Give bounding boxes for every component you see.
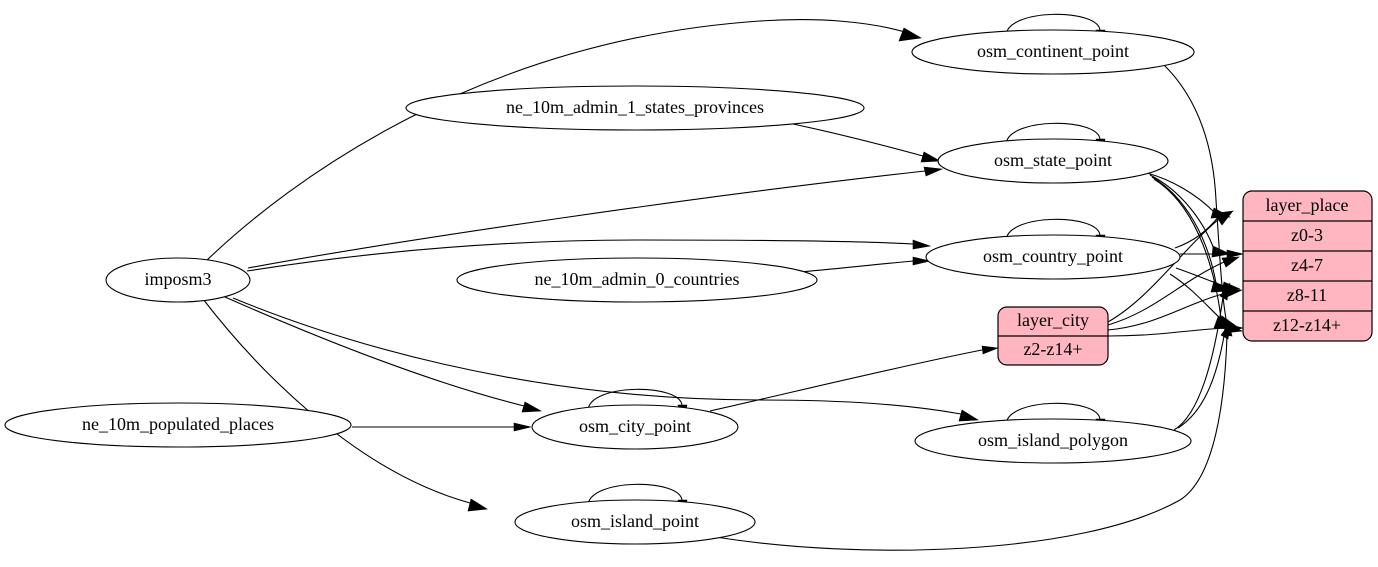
edge-imposm3-to-osm_island_polygon [232,297,962,415]
edge-osm_country_point-to-layer_place-z12-z14 [1169,273,1223,321]
node-shape-osm_island_polygon[interactable] [914,418,1192,464]
record-row-layer_place-z4-7[interactable]: z4-7 [1291,255,1323,275]
node-shape-ne_10m_admin_1_states_provinces[interactable] [405,85,865,131]
edge-ne_states_provinces-to-osm_state_point [792,123,924,157]
arrowhead-island_point-z12 [1222,318,1233,337]
node-label-ne_10m_admin_1_states_provinces: ne_10m_admin_1_states_provinces [506,97,764,117]
selfloop-osm_island_polygon [1005,402,1101,426]
selfloop-osm_city_point [587,388,683,412]
node-shape-ne_10m_populated_places[interactable] [4,402,352,448]
record-box-layer_place[interactable] [1242,190,1373,342]
node-label-osm_continent_point: osm_continent_point [977,41,1129,61]
record-node-layer_city[interactable]: layer_city z2-z14+ [997,306,1109,366]
edge-imposm3-to-osm_city_point [224,296,525,407]
edge-ne_countries-to-osm_country_point [799,260,914,273]
node-label-osm_country_point: osm_country_point [983,246,1123,266]
node-shape-osm_city_point[interactable] [531,404,739,450]
node-label-osm_island_point: osm_island_point [571,511,699,531]
arrowhead-imposm3-osm_island_polygon [958,409,979,422]
arrowhead-island_polygon-z8 [1219,282,1231,301]
node-ne_10m_admin_0_countries[interactable]: ne_10m_admin_0_countries [456,257,818,303]
selfloop-osm_continent_point [1005,13,1101,37]
selfloop-osm_state_point [1005,122,1101,146]
arrowhead-country-z4 [1226,249,1244,259]
node-ne_10m_admin_1_states_provinces[interactable]: ne_10m_admin_1_states_provinces [405,85,865,131]
edge-osm_state_point-to-layer_place-z12-z14 [1153,178,1222,319]
node-label-ne_10m_populated_places: ne_10m_populated_places [82,414,274,434]
node-shape-ne_10m_admin_0_countries[interactable] [456,257,818,303]
node-osm_island_point[interactable]: osm_island_point [514,499,756,545]
edge-layer_city-to-layer_place-z8-11 [1107,292,1227,331]
node-layer: imposm3 ne_10m_admin_1_states_provinces … [4,29,1195,545]
node-imposm3[interactable]: imposm3 [105,257,251,303]
arrowhead-city-z4 [1221,256,1240,268]
record-row-layer_place-z0-3[interactable]: z0-3 [1291,225,1323,245]
node-osm_city_point[interactable]: osm_city_point [531,404,739,450]
node-osm_island_polygon[interactable]: osm_island_polygon [914,418,1192,464]
node-shape-osm_continent_point[interactable] [911,29,1195,75]
node-osm_state_point[interactable]: osm_state_point [937,138,1169,184]
node-shape-osm_country_point[interactable] [925,234,1181,280]
node-label-osm_city_point: osm_city_point [579,416,691,436]
arrowhead-imposm3-osm_city_point [521,401,543,413]
node-shape-osm_island_point[interactable] [514,499,756,545]
edge-osm_island_polygon-to-layer_place-z8-11 [1173,296,1224,431]
edge-layer_city-to-layer_place-z12-z14 [1107,327,1228,337]
edge-osm_city_point-to-layer_city-z2 [709,349,983,412]
selfloop-osm_country_point [1005,218,1101,242]
node-osm_continent_point[interactable]: osm_continent_point [911,29,1195,75]
edge-osm_island_point-to-layer_place-z12-z14 [715,334,1228,551]
node-shape-imposm3[interactable] [105,257,251,303]
arrowhead-ne_countries-osm_country_point [912,256,931,266]
arrowhead-ne_states-osm_state_point [920,151,942,163]
edge-osm_state_point-to-layer_place-z0-3 [1146,172,1215,213]
node-label-osm_state_point: osm_state_point [994,150,1112,170]
edge-layer_city-to-layer_place-z4-7 [1107,261,1225,326]
edge-layer_city-to-layer_place-z0-3 [1107,218,1220,323]
edge-osm_state_point-to-layer_place-z4-7 [1149,174,1215,250]
edge-imposm3-to-osm_country_point [246,239,914,272]
arrowhead-imposm3-osm_country_point [912,239,932,250]
edge-osm_country_point-to-layer_place-z0-3 [1174,215,1220,249]
record-row-layer_city-z2-z14[interactable]: z2-z14+ [1023,339,1082,359]
edge-osm_state_point-to-layer_place-z8-11 [1151,176,1217,284]
arrowhead-city-z0 [1215,211,1233,226]
node-osm_country_point[interactable]: osm_country_point [925,234,1181,280]
arrowhead-imposm3-osm_state_point [923,166,944,177]
node-shape-osm_state_point[interactable] [937,138,1169,184]
edge-imposm3-to-osm_continent_point [204,19,906,263]
edge-osm_island_polygon-to-layer_place-z12-z14 [1177,335,1225,429]
record-node-layer_place[interactable]: layer_place z0-3 z4-7 z8-11 z12-z14+ [1242,190,1373,342]
edge-osm_country_point-to-layer_place-z8-11 [1175,267,1225,287]
node-label-ne_10m_admin_0_countries: ne_10m_admin_0_countries [535,269,740,289]
record-row-layer_place-z12-z14[interactable]: z12-z14+ [1273,315,1341,335]
record-header-layer_city: layer_city [1017,310,1089,330]
node-label-imposm3: imposm3 [144,269,211,289]
node-label-osm_island_polygon: osm_island_polygon [978,430,1128,450]
arrowhead-imposm3-osm_island_point [467,498,488,512]
record-header-layer_place: layer_place [1266,195,1349,215]
arrowhead-ne_populated-osm_city_point [513,422,532,432]
arrowhead-imposm3-osm_continent_point [898,27,922,42]
arrowhead-city_point-layer_city [981,345,999,355]
edge-imposm3-to-osm_state_point [247,170,926,269]
record-row-layer_place-z8-11[interactable]: z8-11 [1287,285,1327,305]
node-ne_10m_populated_places[interactable]: ne_10m_populated_places [4,402,352,448]
selfloop-osm_island_point [587,483,683,507]
edge-imposm3-to-osm_island_point [202,298,471,504]
